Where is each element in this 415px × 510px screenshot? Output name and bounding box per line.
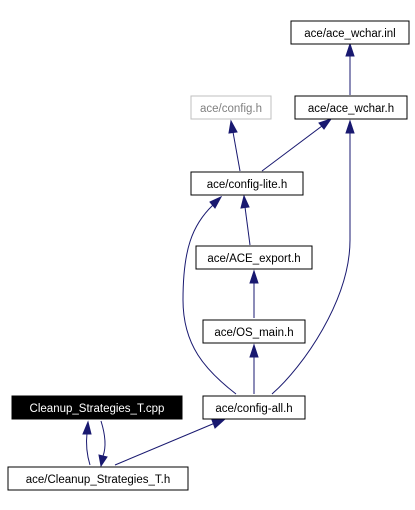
arrow-head-icon <box>228 119 238 134</box>
arrow-head-icon <box>209 195 223 209</box>
node-label: Cleanup_Strategies_T.cpp <box>30 403 165 415</box>
node-os-main-h[interactable]: ace/OS_main.h <box>202 319 306 344</box>
node-label: ace/config-lite.h <box>207 179 288 191</box>
edge-ace-export-to-config-lite <box>244 206 251 246</box>
arrow-head-icon <box>249 343 259 358</box>
node-cleanup-strategies-t-cpp[interactable]: Cleanup_Strategies_T.cpp <box>11 395 183 420</box>
edge-cleanup-h-to-config-all <box>114 422 216 466</box>
arrow-head-icon <box>240 194 250 209</box>
node-cleanup-strategies-t-h[interactable]: ace/Cleanup_Strategies_T.h <box>7 466 189 491</box>
arrow-head-icon <box>345 119 355 134</box>
arrow-head-icon <box>98 454 108 468</box>
arrow-head-icon <box>249 269 259 284</box>
edge-config-all-to-ace-wchar-h <box>271 132 351 395</box>
node-label: ace/ace_wchar.h <box>308 103 394 115</box>
edges <box>82 42 355 468</box>
node-label: ace/config-all.h <box>215 403 292 415</box>
edge-cleanup-h-to-cleanup-cpp <box>85 432 91 466</box>
node-ace-wchar-inl[interactable]: ace/ace_wchar.inl <box>290 20 410 45</box>
node-config-lite-h[interactable]: ace/config-lite.h <box>190 171 304 196</box>
edge-config-all-to-config-lite <box>182 204 237 395</box>
node-config-all-h[interactable]: ace/config-all.h <box>202 395 306 420</box>
node-ace-wchar-h[interactable]: ace/ace_wchar.h <box>294 95 408 120</box>
node-config-h[interactable]: ace/config.h <box>190 95 272 120</box>
node-label: ace/ACE_export.h <box>207 253 300 265</box>
arrow-head-icon <box>211 418 227 429</box>
node-label: ace/config.h <box>200 103 262 115</box>
node-label: ace/OS_main.h <box>214 327 293 339</box>
node-label: ace/Cleanup_Strategies_T.h <box>26 474 171 486</box>
edge-config-lite-to-ace-wchar-h <box>261 125 323 172</box>
arrow-head-icon <box>345 42 355 57</box>
edge-cleanup-cpp-to-cleanup-h <box>100 420 106 457</box>
node-ace-export-h[interactable]: ace/ACE_export.h <box>195 245 313 270</box>
arrow-head-icon <box>82 420 92 435</box>
arrow-head-icon <box>318 118 333 130</box>
node-label: ace/ace_wchar.inl <box>304 28 395 40</box>
edge-config-lite-to-config-h <box>232 131 241 172</box>
